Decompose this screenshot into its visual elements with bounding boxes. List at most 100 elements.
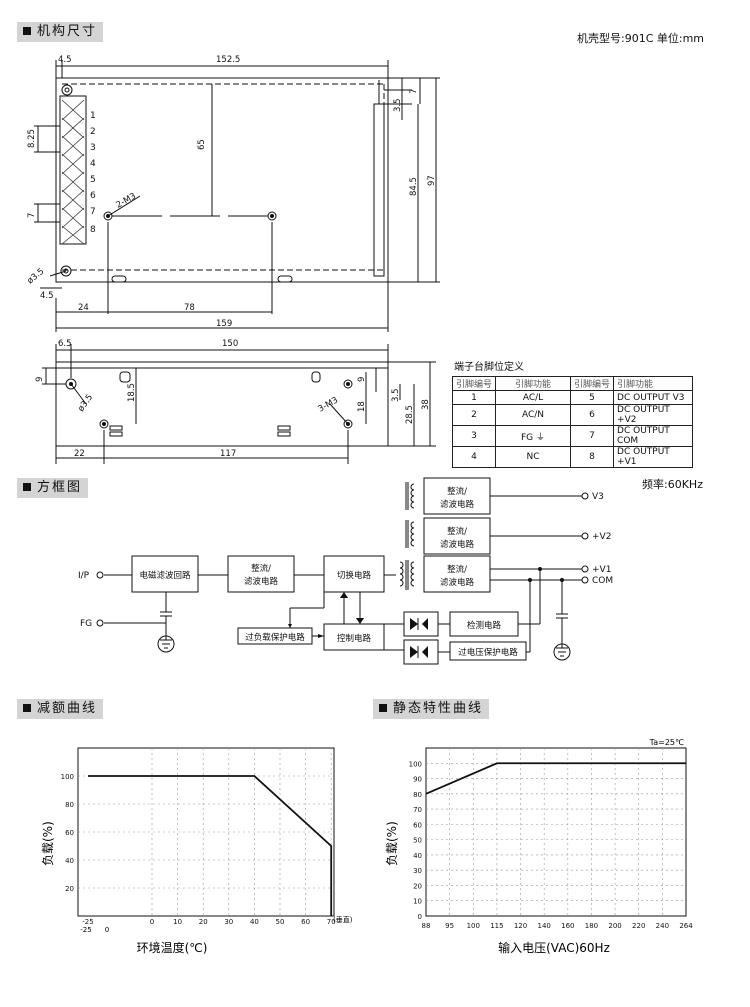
dim-label: 9 — [357, 377, 367, 382]
section-title: 方框图 — [37, 480, 83, 495]
x-tick-label: 50 — [276, 918, 285, 926]
dim-label: 4.5 — [58, 55, 72, 65]
axis-note: (垂直) — [333, 915, 353, 924]
dim-label: 18.5 — [127, 383, 137, 402]
block-out-v1: 整流/ — [447, 564, 467, 575]
y-tick-label: 30 — [413, 867, 422, 875]
table-cell: 4 — [451, 446, 497, 468]
dim-label: 24 — [78, 303, 89, 313]
x-tick-label: 100 — [467, 922, 480, 930]
section-title: 静态特性曲线 — [393, 701, 484, 716]
freq-note: 频率:60KHz — [642, 478, 703, 491]
x-tick-label: 140 — [537, 922, 550, 930]
chart-note: Ta=25℃ — [649, 738, 684, 747]
dim-label: 38 — [421, 399, 431, 410]
dim-label: 8.25 — [27, 129, 37, 148]
block-out-v1: 滤波电路 — [440, 577, 475, 588]
x-tick-label: 180 — [585, 922, 598, 930]
x-tick-label: 264 — [679, 922, 693, 930]
table-cell: AC/N — [495, 404, 572, 426]
dim-label: 18 — [357, 401, 367, 412]
table-cell: DC OUTPUT COM — [613, 425, 694, 447]
table-header-row: 引脚编号 引脚功能 引脚编号 引脚功能 — [451, 376, 694, 391]
y-tick-label: 10 — [413, 898, 422, 906]
label-ip: I/P — [78, 571, 90, 581]
block-detect: 检测电路 — [467, 620, 502, 631]
dim-label: 28.5 — [405, 405, 415, 424]
pin-number: 5 — [90, 175, 96, 185]
dim-label: 117 — [220, 449, 236, 459]
y-tick-label: 60 — [65, 829, 74, 837]
section-header-derating: 减额曲线 — [17, 699, 104, 719]
table-cell: 5 — [570, 390, 615, 405]
table-cell: 8 — [570, 446, 615, 468]
section-header-block: 方框图 — [17, 478, 89, 498]
table-cell: 7 — [570, 425, 615, 447]
dim-label: 9 — [35, 377, 45, 382]
y-tick-label: 0 — [418, 913, 422, 921]
y-axis-label: 负载(%) — [41, 821, 55, 866]
y-tick-label: 80 — [65, 801, 74, 809]
x-tick-label: 88 — [422, 922, 431, 930]
x-tick-label: 220 — [632, 922, 645, 930]
y-axis-label: 负载(%) — [385, 821, 399, 866]
case-note: 机壳型号:901C 单位:mm — [577, 32, 705, 45]
block-out-v2: 滤波电路 — [440, 539, 475, 550]
section-header-static: 静态特性曲线 — [373, 699, 490, 719]
dim-label: 152.5 — [216, 55, 240, 65]
dim-label: ø3.5 — [76, 393, 95, 414]
static-frame — [425, 747, 687, 917]
table-cell: 6 — [570, 404, 615, 426]
x-axis-label: 环境温度(℃) — [137, 940, 208, 955]
label-v1: +V1 — [592, 565, 611, 575]
table-cell: AC/L — [495, 390, 572, 405]
y-tick-label: 40 — [413, 852, 422, 860]
table-header: 引脚编号 — [451, 376, 497, 391]
x-tick-label: -25 — [82, 918, 93, 926]
dim-label: 3.5 — [393, 98, 403, 112]
block-rect1: 整流/ — [251, 563, 271, 574]
dim-label: 7 — [27, 213, 37, 218]
table-cell: FG ⏚ — [495, 425, 572, 447]
y-tick-label: 100 — [61, 773, 74, 781]
y-tick-label: 80 — [413, 791, 422, 799]
section-title: 机构尺寸 — [37, 24, 98, 39]
y-tick-label: 70 — [413, 806, 422, 814]
dim-label: 6.5 — [58, 339, 72, 349]
dim-label: 97 — [427, 175, 437, 186]
dim-label: 3-M3 — [317, 395, 340, 414]
x-tick-label: 0 — [150, 918, 154, 926]
x-tick-label: 30 — [224, 918, 233, 926]
top-view-outline — [55, 77, 389, 283]
table-cell: DC OUTPUT V3 — [613, 390, 694, 405]
pin-number: 1 — [90, 111, 96, 121]
block-out-v3: 整流/ — [447, 486, 467, 497]
dim-label: 7 — [409, 89, 419, 94]
label-v2: +V2 — [592, 532, 611, 542]
dim-label: 4.5 — [40, 291, 54, 301]
dim-label: 84.5 — [409, 177, 419, 196]
table-cell: DC OUTPUT +V1 — [613, 446, 694, 468]
dim-label: 150 — [222, 339, 238, 349]
y-tick-label: 40 — [65, 857, 74, 865]
x-tick-label: 160 — [561, 922, 574, 930]
pin-number: 7 — [90, 207, 96, 217]
y-tick-label: 100 — [409, 760, 422, 768]
x-tick-label: 200 — [608, 922, 621, 930]
pin-number: 2 — [90, 127, 96, 137]
block-switch: 切换电路 — [337, 570, 372, 581]
x-tick-label: 60 — [301, 918, 310, 926]
dim-label: 22 — [74, 449, 85, 459]
x-tick-label: 0 — [105, 926, 109, 934]
x-tick-label: -25 — [80, 926, 91, 934]
side-view-outline — [55, 361, 389, 447]
y-tick-label: 20 — [65, 885, 74, 893]
dim-label: 65 — [197, 139, 207, 150]
